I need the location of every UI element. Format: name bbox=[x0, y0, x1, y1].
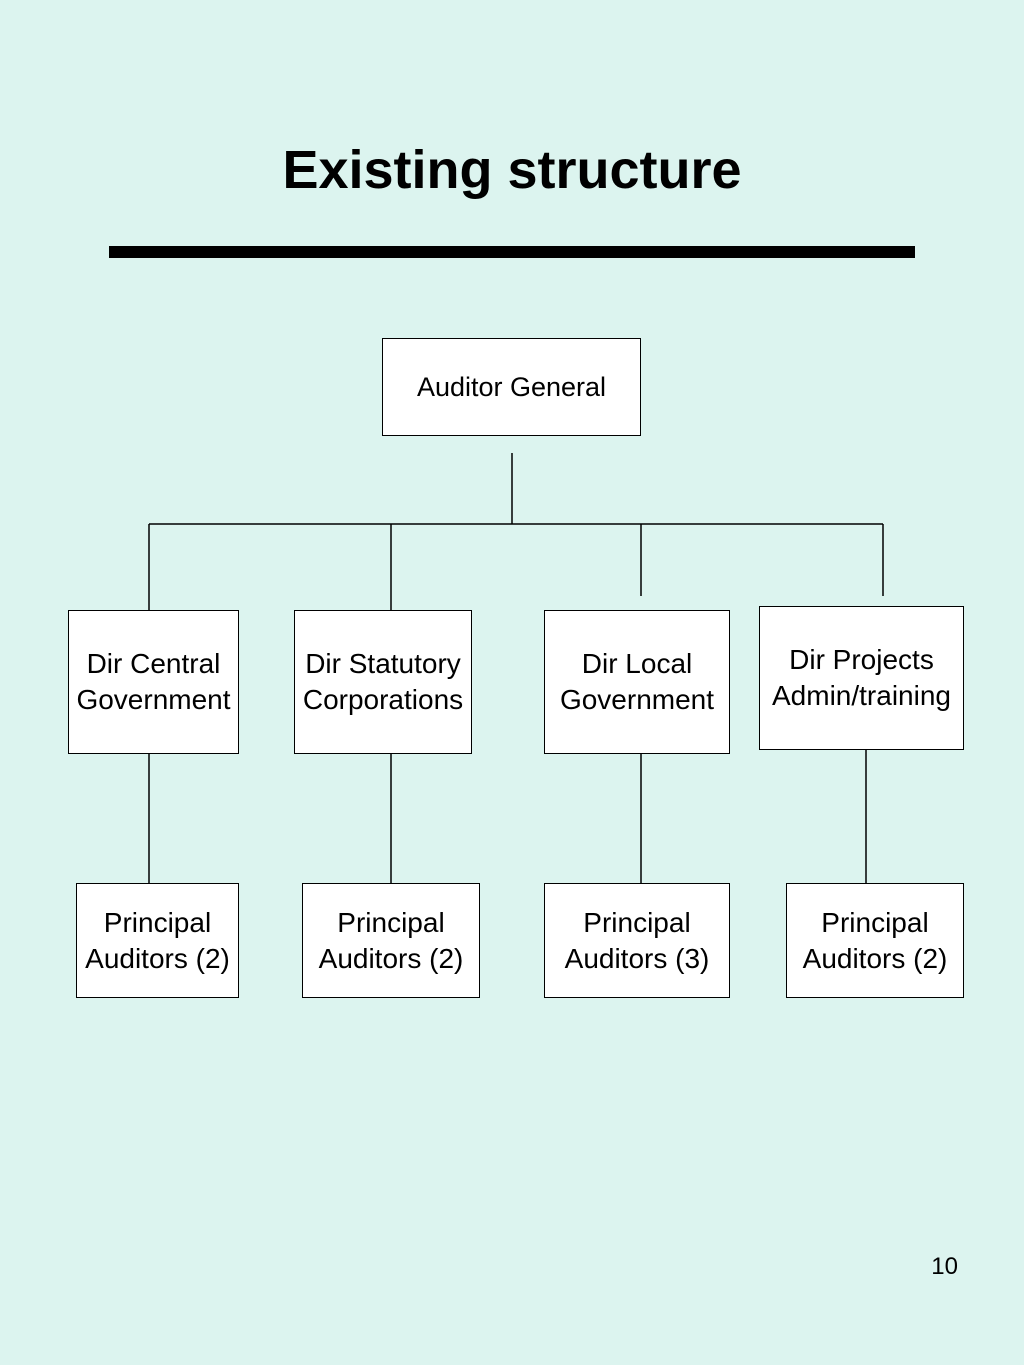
dir-projects-admin-training-box: Dir Projects Admin/training bbox=[759, 606, 964, 750]
principal-auditors-central-box: Principal Auditors (2) bbox=[76, 883, 239, 998]
auditor-general-box: Auditor General bbox=[382, 338, 641, 436]
dir-statutory-corporations-box: Dir Statutory Corporations bbox=[294, 610, 472, 754]
dir-local-government-box: Dir Local Government bbox=[544, 610, 730, 754]
principal-auditors-projects-box: Principal Auditors (2) bbox=[786, 883, 964, 998]
principal-auditors-local-box: Principal Auditors (3) bbox=[544, 883, 730, 998]
title-underline-rule bbox=[109, 246, 915, 258]
principal-auditors-statutory-box: Principal Auditors (2) bbox=[302, 883, 480, 998]
slide-title: Existing structure bbox=[282, 140, 742, 200]
dir-central-government-box: Dir Central Government bbox=[68, 610, 239, 754]
page-number: 10 bbox=[931, 1253, 958, 1280]
